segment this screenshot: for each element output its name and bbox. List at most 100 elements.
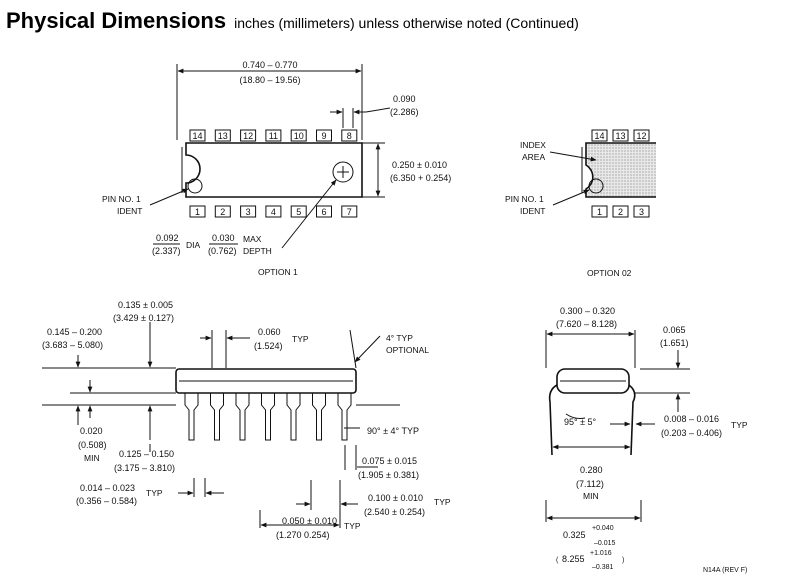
pin1-label-2: IDENT: [117, 206, 143, 216]
side-view: 0.135 ± 0.005 (3.429 ± 0.127) 0.145 – 0.…: [42, 300, 451, 540]
page-subtitle: inches (millimeters) unless otherwise no…: [234, 15, 579, 31]
length-in: 0.740 – 0.770: [242, 60, 297, 70]
taper-line: [349, 329, 357, 369]
pin-number: 5: [296, 207, 301, 217]
w2-mm: (1.651): [660, 338, 689, 348]
pin-box: [341, 129, 358, 142]
option2-label: OPTION 02: [587, 268, 632, 278]
end-view: 0.300 – 0.320 (7.620 – 8.128) 0.065 (1.6…: [545, 306, 748, 574]
pin-number: 12: [243, 131, 253, 141]
pin-box: [612, 129, 629, 142]
w4-tol-minus: –0.015: [594, 540, 616, 547]
depth-mm: (0.762): [208, 246, 237, 256]
option2-pin1-label-1: PIN NO. 1: [505, 194, 544, 204]
depth-label: DEPTH: [243, 246, 272, 256]
pin-box: [189, 129, 206, 142]
d5-mm: (3.175 – 3.810): [114, 463, 175, 473]
pin-number: 12: [636, 131, 646, 141]
option1-label: OPTION 1: [258, 267, 298, 277]
d8-in: 0.100 ± 0.010: [368, 493, 423, 503]
pin-number: 1: [195, 207, 200, 217]
pin-box: [591, 205, 608, 218]
pin-number: 4: [271, 207, 276, 217]
pin-box: [316, 205, 332, 218]
angle-label: 90° ± 4° TYP: [367, 426, 419, 436]
header: Physical Dimensions inches (millimeters)…: [6, 8, 579, 34]
end-angle-label: 95° ± 5°: [564, 417, 597, 427]
page-title: Physical Dimensions: [6, 8, 227, 33]
w4-tol-plus: +0.040: [592, 525, 614, 532]
pin1-leader: [149, 188, 189, 206]
d9-in: 0.050 ± 0.010: [282, 516, 337, 526]
d3-in: 0.060: [258, 327, 281, 337]
index-circle: [332, 161, 354, 183]
d2-mm: (3.683 – 5.080): [42, 340, 103, 350]
pin-box: [240, 129, 257, 142]
dia-in: 0.092: [156, 233, 179, 243]
taper-label-1: 4° TYP: [386, 333, 413, 343]
d1-in: 0.135 ± 0.005: [118, 300, 173, 310]
t-mm: (0.203 – 0.406): [661, 428, 722, 438]
d7-typ: TYP: [146, 488, 163, 498]
side-lead: [184, 393, 199, 441]
side-lead: [210, 393, 224, 441]
taper-leader: [354, 335, 381, 363]
depth-in: 0.030: [212, 233, 235, 243]
pin1-dot: [187, 178, 203, 194]
side-lead: [337, 393, 352, 441]
pin1-label-1: PIN NO. 1: [102, 194, 141, 204]
w3-min: MIN: [583, 491, 599, 501]
pin-number: 13: [615, 131, 625, 141]
option2-pin1-label-2: IDENT: [520, 206, 546, 216]
d6-in: 0.075 ± 0.015: [362, 456, 417, 466]
t-typ: TYP: [731, 420, 748, 430]
w4-mm-minus: –0.381: [592, 564, 614, 571]
pin-box: [240, 205, 257, 218]
index-label-1: INDEX: [520, 140, 546, 150]
pin-box: [290, 129, 307, 142]
d4-min: MIN: [84, 453, 100, 463]
side-lead: [312, 393, 326, 441]
d2-in: 0.145 – 0.200: [47, 327, 102, 337]
d8-typ: TYP: [434, 497, 451, 507]
width-mm: (6.350 + 0.254): [390, 173, 451, 183]
w3-mm: (7.112): [576, 479, 604, 489]
w3-in: 0.280: [580, 465, 603, 475]
d3-mm: (1.524): [254, 341, 283, 351]
pin-box: [316, 129, 332, 142]
end-right-lead: [628, 384, 636, 456]
end-left-lead: [548, 384, 558, 456]
dia-label: DIA: [186, 240, 201, 250]
pin-box: [265, 129, 282, 142]
pin-number: 7: [347, 207, 352, 217]
pin-number: 1: [597, 207, 602, 217]
pin-number: 10: [294, 131, 304, 141]
d5-in: 0.125 – 0.150: [119, 449, 174, 459]
pin-box: [633, 129, 650, 142]
pin-number: 2: [618, 207, 623, 217]
pin-number: 3: [246, 207, 251, 217]
width-in: 0.250 ± 0.010: [392, 160, 447, 170]
pin-number: 6: [321, 207, 326, 217]
max-label: MAX: [243, 234, 262, 244]
d1-mm: (3.429 ± 0.127): [113, 313, 174, 323]
pin-box: [612, 205, 629, 218]
side-body: [175, 368, 357, 394]
d4-in: 0.020: [80, 426, 103, 436]
pin-box: [591, 129, 608, 142]
d6-mm: (1.905 ± 0.381): [358, 470, 419, 480]
drawing-id: N14A (REV F): [703, 567, 747, 574]
w4-mm-plus: +1.016: [590, 550, 612, 557]
d7-mm: (0.356 – 0.584): [76, 496, 137, 506]
pin-box: [341, 205, 358, 218]
option2-pin1-leader: [552, 189, 590, 206]
dia-mm: (2.337): [152, 246, 181, 256]
w1-in: 0.300 – 0.320: [560, 306, 615, 316]
leader: [365, 107, 391, 113]
d3-typ: TYP: [292, 334, 309, 344]
